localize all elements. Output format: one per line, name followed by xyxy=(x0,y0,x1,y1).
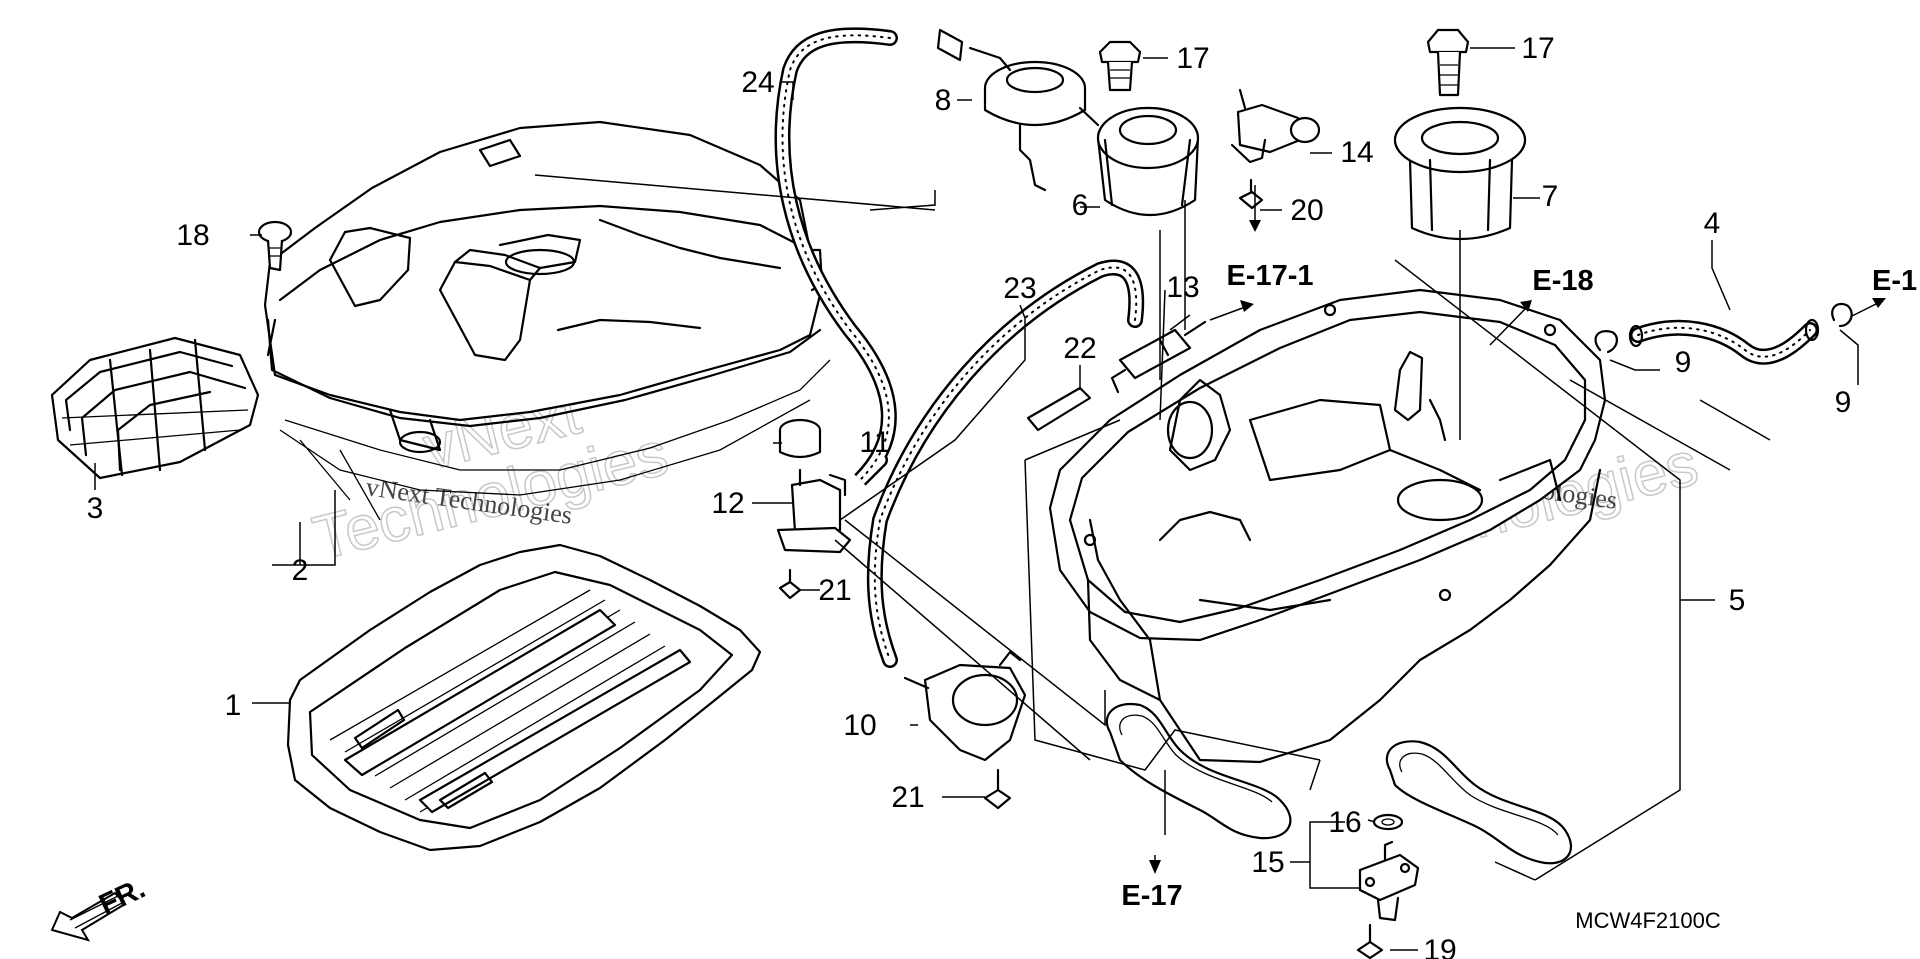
bracket-part-15 xyxy=(1358,840,1420,922)
reference-labels: E-17 E-17-1 E-18 E-1 xyxy=(1121,260,1917,912)
callout-16: 16 xyxy=(1328,806,1361,839)
screw-part-21b xyxy=(983,768,1012,810)
fuel-filter-part-10 xyxy=(903,650,1027,762)
bolt-part-17b xyxy=(1426,28,1470,97)
callout-7: 7 xyxy=(1542,180,1559,213)
callout-2: 2 xyxy=(292,554,309,587)
ref-e17: E-17 xyxy=(1121,880,1182,912)
air-filter-part-1 xyxy=(286,543,762,852)
ref-e18: E-18 xyxy=(1532,265,1593,297)
callout-8: 8 xyxy=(935,84,952,117)
gasket-lower-left xyxy=(1105,702,1292,840)
callout-23: 23 xyxy=(1003,272,1036,305)
callout-21b: 21 xyxy=(891,781,924,814)
sensor-part-14 xyxy=(1230,88,1321,164)
callout-19: 19 xyxy=(1423,934,1456,959)
fitting-part-13 xyxy=(1110,320,1207,394)
washer-part-16 xyxy=(1372,813,1404,831)
screw-part-20 xyxy=(1238,178,1264,210)
screw-part-19 xyxy=(1356,923,1384,959)
clamp-part-9b xyxy=(1831,302,1853,328)
cap-part-7 xyxy=(1393,106,1527,241)
callout-9b: 9 xyxy=(1835,386,1852,419)
callout-3: 3 xyxy=(87,492,104,525)
front-direction-marker: FR. xyxy=(50,873,150,942)
callout-6: 6 xyxy=(1072,189,1089,222)
callout-24: 24 xyxy=(741,66,774,99)
cap-part-6 xyxy=(1096,106,1200,216)
callout-17b: 17 xyxy=(1521,32,1554,65)
valve-part-8 xyxy=(968,46,1100,192)
callout-20: 20 xyxy=(1290,194,1323,227)
callout-12: 12 xyxy=(711,487,744,520)
screw-part-18 xyxy=(257,220,293,272)
callout-17a: 17 xyxy=(1176,42,1209,75)
callout-4: 4 xyxy=(1704,207,1721,240)
callout-14: 14 xyxy=(1340,136,1373,169)
pin-part-22 xyxy=(1026,386,1092,432)
intake-boot-part-3 xyxy=(50,336,260,480)
hose-part-24 xyxy=(774,27,964,486)
screw-part-21a xyxy=(778,568,802,600)
callout-18: 18 xyxy=(176,219,209,252)
air-cleaner-case-part-2 xyxy=(263,120,831,521)
callout-leaders xyxy=(94,47,1859,951)
cap-part-11 xyxy=(778,418,822,459)
callout-21a: 21 xyxy=(818,574,851,607)
diagram-code: MCW4F2100C xyxy=(1575,908,1721,933)
assembly-lines xyxy=(534,174,1771,881)
callout-15: 15 xyxy=(1251,846,1284,879)
callout-1: 1 xyxy=(225,689,242,722)
callout-11: 11 xyxy=(859,426,890,459)
callout-22: 22 xyxy=(1063,332,1096,365)
lower-case-part-5 xyxy=(1048,288,1607,764)
callout-13: 13 xyxy=(1166,271,1199,304)
callout-9a: 9 xyxy=(1675,346,1692,379)
clamp-part-9a xyxy=(1594,330,1618,354)
hose-part-4 xyxy=(1628,318,1820,365)
callout-10: 10 xyxy=(843,709,876,742)
ref-e17-1: E-17-1 xyxy=(1226,260,1313,292)
hose-part-23 xyxy=(866,259,1145,668)
ref-e1: E-1 xyxy=(1872,265,1917,297)
gasket-lower-right xyxy=(1385,740,1572,865)
reference-arrows xyxy=(1149,185,1886,874)
callout-5: 5 xyxy=(1729,584,1746,617)
callout-labels: 1 2 3 4 5 6 7 8 9 9 10 11 12 13 14 15 16… xyxy=(87,32,1852,959)
valve-part-12 xyxy=(776,468,852,554)
bolt-part-17a xyxy=(1098,40,1142,92)
